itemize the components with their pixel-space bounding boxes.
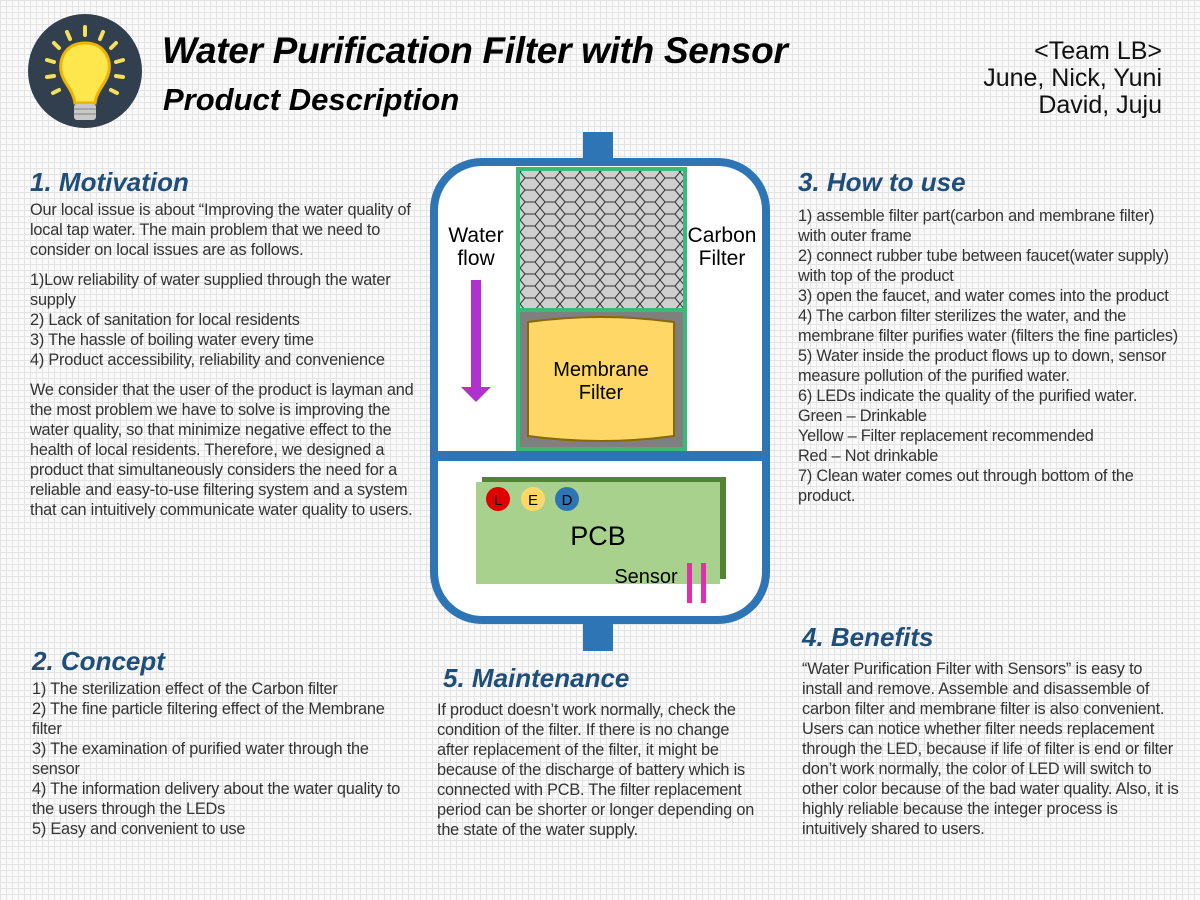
section-concept: 2. Concept 1) The sterilization effect o… [32,646,402,839]
carbon-filter [520,171,683,308]
step-item: 3) open the faucet, and water comes into… [798,287,1169,305]
team-info: <Team LB> June, Nick, Yuni David, Juju [983,38,1162,119]
step-item: 5) Water inside the product flows up to … [798,347,1167,385]
sensor-probe [701,563,706,603]
concept-item: 2) The fine particle filtering effect of… [32,700,385,738]
concept-item: 3) The examination of purified water thr… [32,740,369,778]
step-item: 6) LEDs indicate the quality of the puri… [798,387,1138,405]
pcb-board [476,482,720,584]
flow-arrow-shaft [471,280,481,390]
section-how-to-use: 3. How to use 1) assemble filter part(ca… [798,167,1183,506]
led-red-meaning: Red – Not drinkable [798,447,939,465]
section-motivation: 1. Motivation Our local issue is about “… [30,167,415,530]
sensor-probe [687,563,692,603]
motivation-item: 4) Product accessibility, reliability an… [30,351,385,369]
step-item: 7) Clean water comes out through bottom … [798,467,1134,505]
benefits-text: “Water Purification Filter with Sensors”… [802,660,1179,838]
concept-item: 4) The information delivery about the wa… [32,780,401,818]
led-yellow [521,487,545,511]
team-members-1: June, Nick, Yuni [983,64,1162,92]
motivation-item: 1)Low reliability of water supplied thro… [30,271,391,309]
motivation-item: 2) Lack of sanitation for local resident… [30,311,300,329]
concept-item: 5) Easy and convenient to use [32,820,246,838]
pcb-label: PCB [570,521,626,551]
team-members-2: David, Juju [1038,91,1162,119]
sensor-label: Sensor [614,566,678,588]
team-label: <Team LB> [1034,37,1162,65]
led-letter-e: E [528,492,538,509]
membrane-filter [527,316,675,442]
motivation-item: 3) The hassle of boiling water every tim… [30,331,314,349]
water-flow-label-2: flow [457,247,495,270]
water-flow-label: Water [448,224,503,247]
motivation-conclusion: We consider that the user of the product… [30,381,414,519]
membrane-label: Membrane [553,359,649,381]
led-blue [555,487,579,511]
concept-item: 1) The sterilization effect of the Carbo… [32,680,338,698]
section-maintenance: 5. Maintenance If product doesn’t work n… [437,663,762,840]
led-letter-l: L [494,492,502,509]
concept-heading: 2. Concept [32,646,165,676]
benefits-heading: 4. Benefits [802,622,934,652]
housing-divider [434,451,766,461]
led-red [486,487,510,511]
carbon-label-2: Filter [699,247,746,270]
led-letter-d: D [562,492,573,509]
motivation-intro: Our local issue is about “Improving the … [30,201,411,259]
maintenance-heading: 5. Maintenance [443,663,630,693]
step-item: 4) The carbon filter sterilizes the wate… [798,307,1178,345]
poster-title: Water Purification Filter with Sensor [162,30,788,71]
how-to-use-heading: 3. How to use [798,167,966,197]
led-yellow-meaning: Yellow – Filter replacement recommended [798,427,1094,445]
membrane-label-2: Filter [579,382,624,404]
poster-subtitle: Product Description [163,82,460,117]
arrow-down-icon [461,387,491,402]
led-green-meaning: Green – Drinkable [798,407,927,425]
carbon-label: Carbon [688,224,757,247]
motivation-heading: 1. Motivation [30,167,189,197]
section-benefits: 4. Benefits “Water Purification Filter w… [802,622,1180,839]
step-item: 1) assemble filter part(carbon and membr… [798,207,1155,245]
step-item: 2) connect rubber tube between faucet(wa… [798,247,1169,285]
filter-diagram: Membrane Filter Water flow Carbon Filter… [430,132,770,651]
lightbulb-icon [28,14,142,128]
maintenance-text: If product doesn’t work normally, check … [437,701,755,839]
